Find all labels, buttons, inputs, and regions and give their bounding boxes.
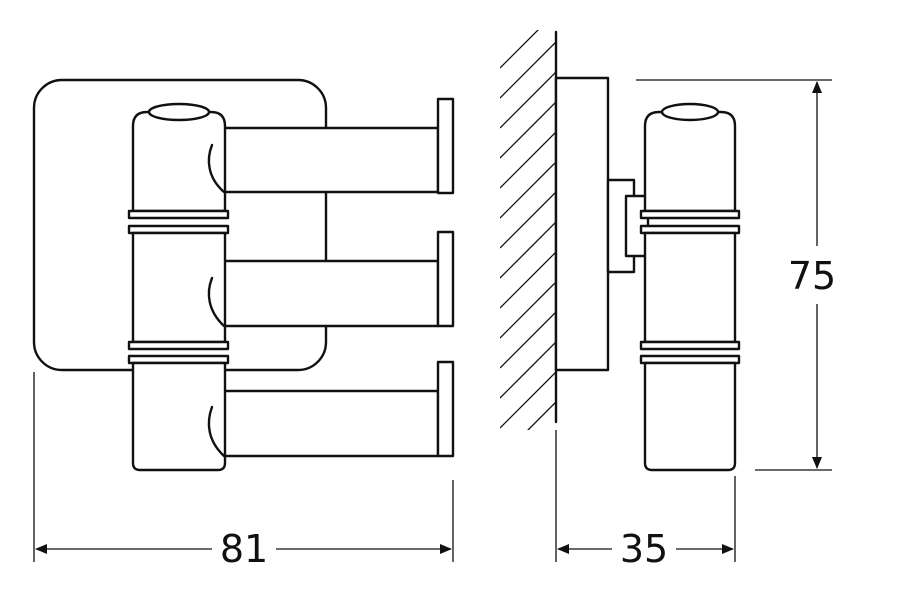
front-view (32, 78, 455, 472)
depth-dimension: 35 (555, 430, 736, 571)
hinge-column (127, 102, 230, 472)
width-dimension: 81 (33, 372, 454, 571)
depth-label: 35 (620, 527, 668, 571)
base-plate-side (554, 76, 610, 372)
side-view (500, 30, 741, 472)
height-label: 75 (788, 254, 836, 298)
width-label: 81 (220, 527, 268, 571)
wall-hatch (500, 30, 556, 430)
hook-arm-bottom (207, 360, 455, 458)
hinge-column-side (639, 102, 741, 472)
height-dimension: 75 (636, 79, 836, 471)
